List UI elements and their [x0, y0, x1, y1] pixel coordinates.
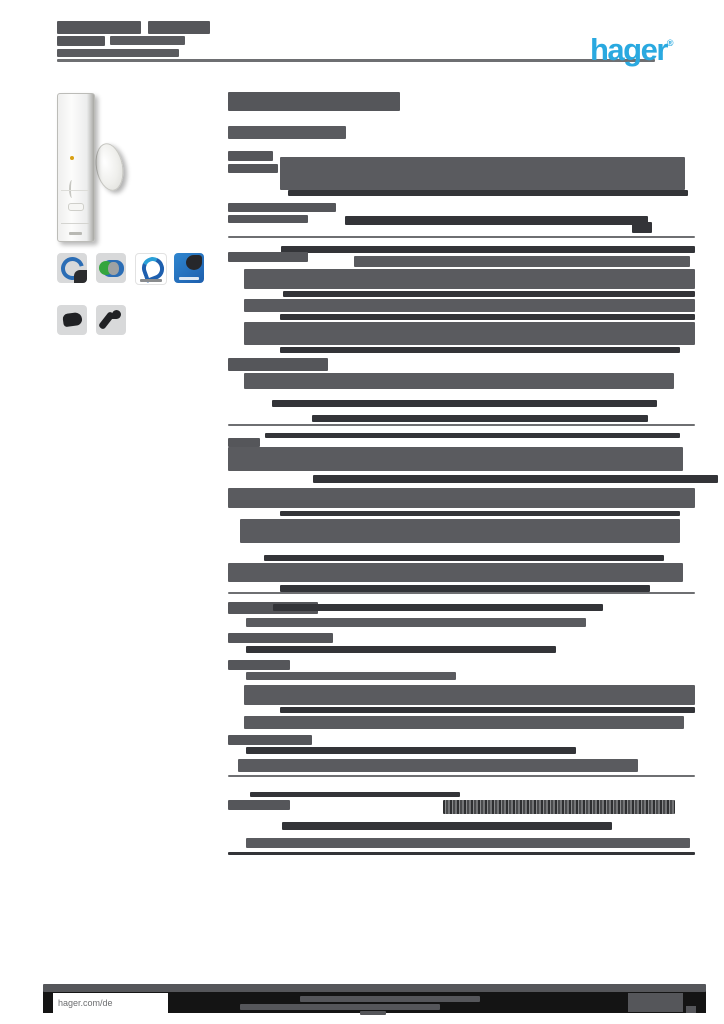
- feature-icon-4: [174, 253, 204, 283]
- redacted-text-bar: [244, 685, 695, 705]
- redacted-text-bar: [228, 852, 695, 855]
- redacted-text-bar: [228, 633, 333, 643]
- redacted-text-bar: [273, 604, 603, 611]
- redacted-text-bar: [244, 299, 695, 312]
- sensor-device: [57, 93, 95, 242]
- redacted-text-bar: [354, 256, 690, 267]
- mounting-disc: [92, 141, 127, 193]
- redacted-text-bar: [228, 775, 695, 777]
- redacted-text-bar: [280, 157, 685, 190]
- redacted-text-bar: [281, 246, 695, 253]
- redacted-text-bar: [228, 424, 695, 426]
- redacted-text-bar: [280, 511, 680, 516]
- device-panel: [61, 190, 89, 224]
- feature-icon-5-blob: [62, 311, 83, 328]
- feature-icon-5: [57, 305, 87, 335]
- redacted-text-bar: [244, 373, 674, 389]
- redacted-text-bar: [228, 358, 328, 371]
- redacted-text-bar: [57, 21, 141, 34]
- page-number-box: [628, 993, 683, 1012]
- footer-link[interactable]: hager.com/de: [58, 998, 113, 1008]
- redacted-text-bar: [246, 747, 576, 754]
- redacted-text-bar: [228, 488, 695, 508]
- redacted-text-bar: [280, 314, 695, 320]
- product-photo: [50, 88, 127, 244]
- feature-icon-3: [135, 253, 167, 285]
- redacted-text-bar: [228, 203, 336, 212]
- redacted-text-bar: [110, 36, 185, 45]
- redacted-text-bar: [228, 126, 346, 139]
- redacted-text-bar: [57, 36, 105, 46]
- redacted-text-bar: [43, 984, 706, 992]
- hager-logo-text: hager: [590, 32, 668, 67]
- redacted-text-bar: [313, 475, 718, 483]
- feature-icon-2-grey: [108, 262, 119, 275]
- redacted-text-bar: [228, 660, 290, 670]
- page-number-tab: [686, 1006, 696, 1013]
- device-slot: [69, 180, 75, 198]
- redacted-text-bar: [345, 216, 648, 225]
- redacted-text-bar: [148, 21, 210, 34]
- redacted-text-bar: [57, 59, 655, 62]
- redacted-text-bar: [228, 447, 683, 471]
- redacted-text-bar: [228, 252, 308, 262]
- footer-link-box: hager.com/de: [53, 993, 168, 1013]
- registered-mark: ®: [666, 38, 674, 48]
- footer-bar: [43, 991, 706, 1013]
- redacted-text-bar: [228, 735, 312, 745]
- redacted-text-bar: [280, 585, 650, 592]
- redacted-text-bar: [244, 322, 695, 345]
- redacted-text-bar: [246, 838, 690, 848]
- redacted-text-bar: [228, 800, 290, 810]
- redacted-text-bar: [57, 49, 179, 57]
- redacted-text-bar: [228, 592, 695, 594]
- redacted-text-bar: [246, 618, 586, 627]
- redacted-text-bar: [300, 996, 480, 1002]
- feature-icon-1-corner: [74, 270, 87, 283]
- redacted-text-bar: [228, 438, 260, 447]
- led-indicator: [70, 156, 74, 160]
- redacted-text-bar: [280, 347, 680, 353]
- redacted-text-bar: [228, 215, 308, 223]
- feature-icon-4-swirl: [186, 255, 202, 270]
- redacted-text-bar: [244, 269, 695, 289]
- redacted-text-bar: [282, 822, 612, 830]
- redacted-text-bar: [360, 1011, 386, 1015]
- redacted-text-bar: [283, 291, 695, 297]
- feature-icon-1: [57, 253, 87, 283]
- device-brand-label: [69, 232, 82, 235]
- redacted-text-bar: [228, 563, 683, 582]
- redacted-text-bar: [238, 759, 638, 772]
- redacted-text-bar: [228, 236, 695, 238]
- ean-barcode: [443, 800, 675, 814]
- redacted-text-bar: [264, 555, 664, 561]
- feature-icon-6: [96, 305, 126, 335]
- redacted-text-bar: [228, 92, 400, 111]
- redacted-text-bar: [632, 222, 652, 233]
- redacted-text-bar: [312, 415, 648, 422]
- redacted-text-bar: [265, 433, 680, 438]
- device-button: [68, 203, 84, 211]
- redacted-text-bar: [228, 164, 278, 173]
- redacted-text-bar: [288, 190, 688, 196]
- feature-icon-2: [96, 253, 126, 283]
- redacted-text-bar: [228, 151, 273, 161]
- redacted-text-bar: [244, 716, 684, 729]
- redacted-text-bar: [280, 707, 695, 713]
- redacted-text-bar: [250, 792, 460, 797]
- redacted-text-bar: [272, 400, 657, 407]
- redacted-text-bar: [240, 1004, 440, 1010]
- redacted-text-bar: [246, 646, 556, 653]
- hager-logo: hager®: [590, 24, 686, 67]
- feature-icon-4-caption: [179, 277, 199, 280]
- feature-icon-3-caption: [140, 279, 162, 282]
- redacted-text-bar: [246, 672, 456, 680]
- redacted-text-bar: [240, 519, 680, 543]
- feature-icon-6-tip: [112, 310, 121, 319]
